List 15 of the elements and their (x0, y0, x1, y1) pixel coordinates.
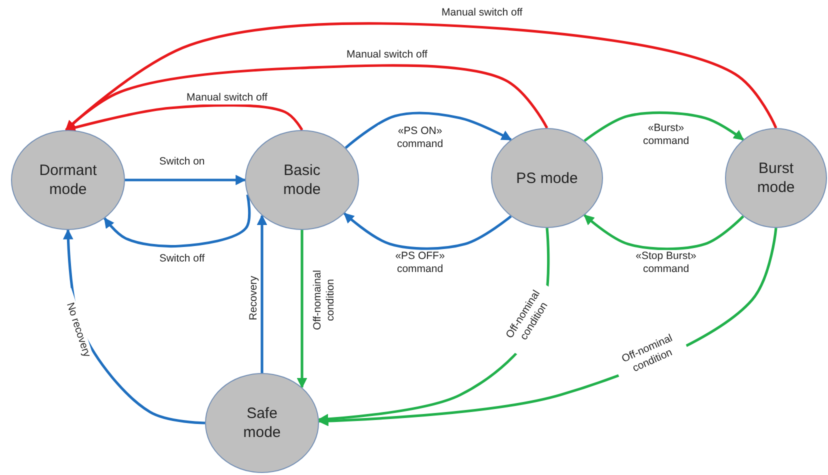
transition-arrow (65, 22, 778, 131)
state-label: Dormant mode (38, 161, 98, 199)
state-label: Safe mode (242, 404, 282, 442)
transition-arrow (344, 212, 512, 250)
state-label: Burst mode (756, 159, 796, 197)
transition-arrow (584, 111, 744, 142)
state-label: Basic mode (282, 161, 322, 199)
transition-arrow (65, 64, 548, 131)
transition-arrow (584, 214, 744, 250)
transition-arrow (125, 174, 246, 186)
state-label: PS mode (516, 168, 578, 188)
transition-arrow (104, 194, 251, 248)
transition-arrow (344, 112, 512, 149)
transition-arrow (256, 214, 268, 373)
transition-arrow (296, 230, 308, 388)
